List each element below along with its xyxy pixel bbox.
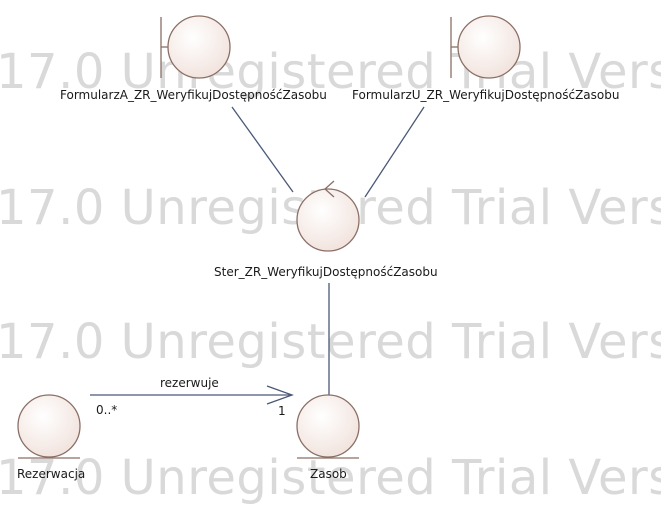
association-arrowhead <box>266 385 294 405</box>
link-boundary-a-control[interactable] <box>231 106 294 193</box>
entity-zasob-label: Zasob <box>310 467 347 481</box>
boundary-u-shape[interactable] <box>450 15 521 79</box>
watermark-text: 17.0 Unregistered Trial Version <box>0 450 661 506</box>
control-label: Ster_ZR_WeryfikujDostępnośćZasobu <box>214 265 438 279</box>
target-multiplicity: 1 <box>278 404 286 418</box>
control-shape[interactable] <box>296 180 360 252</box>
boundary-a-shape[interactable] <box>160 15 231 79</box>
watermark-text: 17.0 Unregistered Trial Version <box>0 44 661 100</box>
entity-zasob-shape[interactable] <box>296 394 360 459</box>
source-multiplicity: 0..* <box>96 403 118 417</box>
association-label: rezerwuje <box>160 376 219 390</box>
watermark-text: 17.0 Unregistered Trial Version <box>0 314 661 370</box>
boundary-a-label: FormularzA_ZR_WeryfikujDostępnośćZasobu <box>60 88 327 102</box>
entity-rezerwacja-label: Rezerwacja <box>17 467 86 481</box>
entity-rezerwacja-shape[interactable] <box>17 394 81 459</box>
boundary-u-label: FormularzU_ZR_WeryfikujDostępnośćZasobu <box>352 88 620 102</box>
link-boundary-u-control[interactable] <box>364 106 425 198</box>
